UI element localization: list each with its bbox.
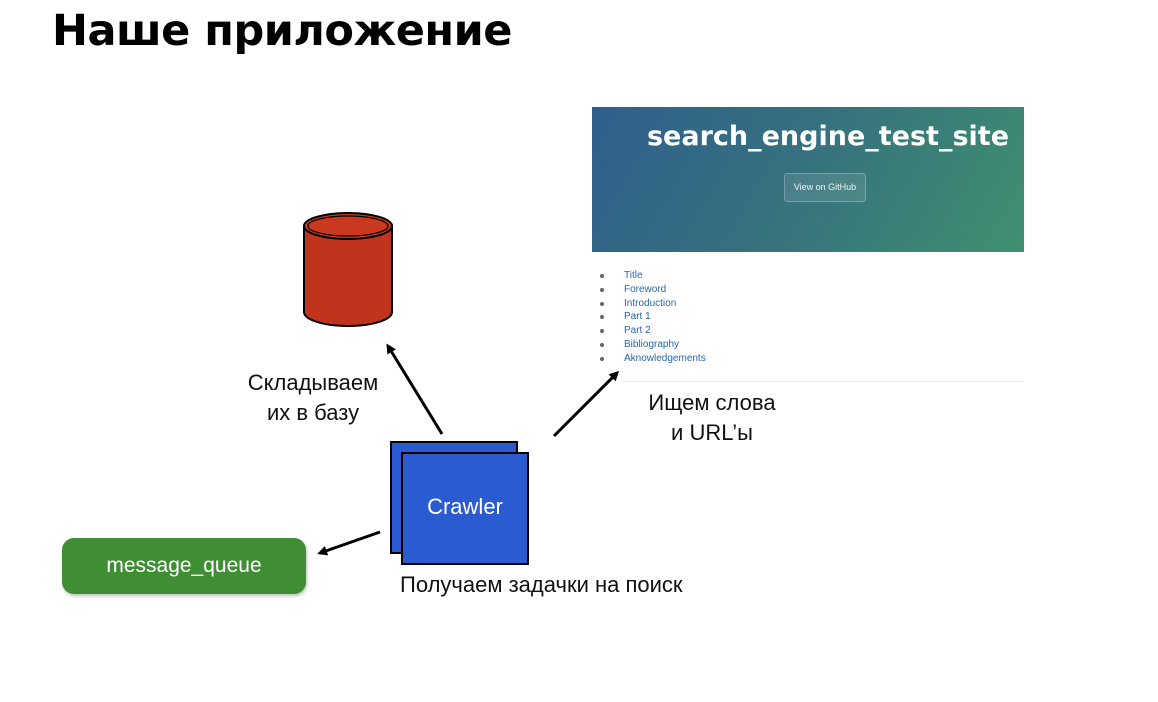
nav-link-aknowledgements[interactable]: Aknowledgements xyxy=(600,352,706,366)
website-label: Ищем слова и URL’ы xyxy=(632,388,792,448)
crawler-box: Crawler xyxy=(401,452,529,565)
crawler-label: Crawler xyxy=(427,494,503,519)
bullet-icon xyxy=(600,315,604,320)
bullet-icon xyxy=(600,301,604,306)
slide-title: Наше приложение xyxy=(52,6,512,56)
nav-link-part-2[interactable]: Part 2 xyxy=(600,324,706,338)
website-divider xyxy=(622,381,1024,382)
bullet-icon xyxy=(600,274,604,278)
view-on-github-button[interactable]: View on GitHub xyxy=(784,173,866,202)
website-screenshot: search_engine_test_site View on GitHub T… xyxy=(592,107,1024,385)
message-queue-box: message_queue xyxy=(62,538,306,594)
website-label-line1: Ищем слова xyxy=(648,390,776,415)
database-label-line1: Складываем xyxy=(247,370,379,395)
nav-link-part-1[interactable]: Part 1 xyxy=(600,310,706,324)
website-label-line2: и URL’ы xyxy=(671,420,753,445)
nav-link-foreword[interactable]: Foreword xyxy=(600,283,706,297)
bullet-icon xyxy=(600,329,604,334)
database-label-line2: их в базу xyxy=(266,400,360,425)
nav-link-bibliography[interactable]: Bibliography xyxy=(600,338,706,352)
nav-link-title[interactable]: Title xyxy=(600,269,706,283)
nav-link-introduction[interactable]: Introduction xyxy=(600,297,706,311)
website-title: search_engine_test_site xyxy=(646,121,1010,152)
database-label: Складываем их в базу xyxy=(228,368,398,428)
database-icon xyxy=(303,212,393,327)
arrow-to-queue-icon xyxy=(317,530,381,556)
website-nav-list: Title Foreword Introduction Part 1 Part … xyxy=(600,269,706,366)
tasks-label: Получаем задачки на поиск xyxy=(400,572,683,597)
bullet-icon xyxy=(600,356,604,361)
bullet-icon xyxy=(600,342,604,347)
bullet-icon xyxy=(600,287,604,292)
website-header: search_engine_test_site View on GitHub xyxy=(592,107,1024,252)
